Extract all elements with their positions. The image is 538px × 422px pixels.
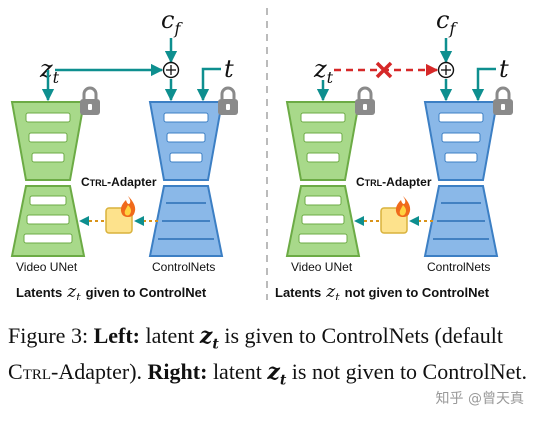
caption-left-text-smallcaps: trl: [22, 359, 52, 385]
caption-left-text-1: latent: [145, 323, 195, 348]
right-adapter-label: CTRL-Adapter: [356, 175, 432, 189]
left-controlnet-lock-icon: [216, 86, 240, 117]
left-condition-label: cf: [161, 6, 183, 38]
watermark: 知乎 @曾天真: [435, 391, 524, 407]
left-unet-lock-icon: [78, 86, 102, 117]
right-latent-label: zt: [313, 55, 334, 87]
right-adapter-flame-icon: [395, 196, 411, 217]
left-unet-label: Video UNet: [16, 260, 78, 274]
right-timestep-arrow: [471, 67, 496, 102]
right-condition-label: cf: [436, 6, 458, 38]
right-timestep-label: t: [499, 55, 509, 83]
left-timestep-arrow: [196, 67, 221, 102]
left-controlnet-label: ControlNets: [152, 260, 215, 274]
left-adapter-flame-icon: [120, 196, 136, 217]
architecture-diagram: cf zt t CTRL: [10, 6, 515, 300]
right-blocked-x-icon: [375, 61, 393, 79]
caption-latent-symbol: zt: [199, 323, 219, 353]
caption-latent-symbol-2: zt: [267, 359, 287, 389]
caption-left-text-3: -Adapter).: [51, 359, 143, 385]
caption-right-label: Right:: [147, 359, 208, 385]
caption-left-label: Left:: [93, 323, 140, 348]
left-panel: cf zt t CTRL: [10, 6, 240, 300]
caption-right-text-1: latent: [212, 359, 262, 385]
left-adapter-label: CTRL-Adapter: [81, 175, 157, 189]
right-controlnet-lock-icon: [491, 86, 515, 117]
left-latent-label: zt: [39, 55, 60, 87]
figure-label: Figure 3:: [8, 323, 89, 348]
figure-caption: Figure 3: Left: latent zt is given to Co…: [8, 322, 530, 395]
right-unet-label: Video UNet: [291, 260, 353, 274]
caption-right-text-2: is not given to ControlNet.: [291, 359, 528, 385]
right-unet-lock-icon: [353, 86, 377, 117]
right-panel: cf zt t CTRL-Adapter: [275, 6, 515, 300]
caption-left-text-2: is given to ControlNets (default C: [8, 323, 503, 385]
right-controlnet-label: ControlNets: [427, 260, 490, 274]
left-timestep-label: t: [224, 55, 234, 83]
